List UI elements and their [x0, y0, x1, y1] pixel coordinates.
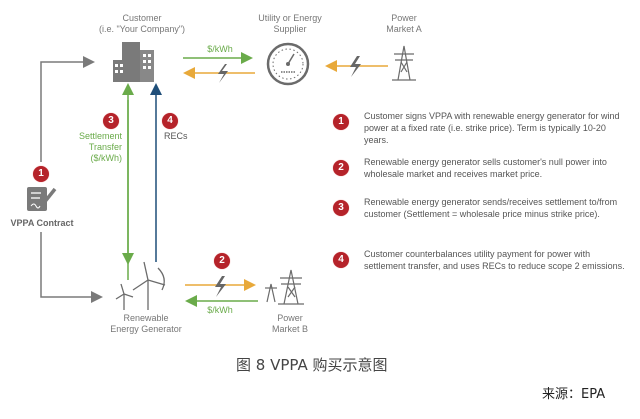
lightning-icon	[215, 276, 226, 297]
badge-1: 1	[33, 166, 49, 182]
utility-label: Utility or Energy Supplier	[250, 13, 330, 35]
contract-to-customer-line	[40, 56, 95, 162]
lightning-icon	[218, 64, 228, 83]
meter-icon	[266, 42, 310, 86]
settlement-line-1: Settlement	[78, 131, 122, 141]
settlement-line-3: ($/kWh)	[90, 153, 123, 163]
step-text-4: Customer counterbalances utility payment…	[364, 249, 625, 271]
customer-subtitle: (i.e. "Your Company")	[98, 24, 186, 34]
utility-title: Utility or Energy	[258, 13, 322, 23]
generator-label: Renewable Energy Generator	[96, 313, 196, 335]
building-icon	[113, 42, 154, 82]
power-tower-icon	[265, 269, 304, 305]
contract-icon	[27, 187, 57, 211]
contract-to-generator-line	[40, 232, 103, 303]
figure-caption: 图 8 VPPA 购买示意图	[236, 356, 388, 374]
market-a-label: Power Market A	[376, 13, 432, 35]
badge-2: 2	[214, 253, 230, 269]
power-tower-icon	[392, 45, 416, 81]
recs-label: RECs	[164, 131, 188, 141]
step-text-3: Renewable energy generator sends/receive…	[364, 197, 618, 219]
step-badge-3: 3	[333, 200, 349, 216]
generator-subtitle: Energy Generator	[110, 324, 182, 334]
utility-subtitle: Supplier	[273, 24, 307, 34]
step-badge-1: 1	[333, 114, 349, 130]
market-a-title: Power	[391, 13, 417, 23]
bottom-payment-label: $/kWh	[207, 305, 233, 315]
top-payment-label: $/kWh	[207, 44, 233, 54]
market-b-subtitle: Market B	[271, 324, 308, 334]
market-a-subtitle: Market A	[386, 24, 422, 34]
step-badge-2: 2	[333, 160, 349, 176]
market-b-title: Power	[277, 313, 303, 323]
source-note: 来源：EPA	[542, 387, 606, 402]
contract-label: VPPA Contract	[10, 218, 74, 228]
settlement-label: Settlement Transfer ($/kWh)	[66, 131, 122, 164]
lightning-icon	[350, 56, 361, 77]
badge-4: 4	[162, 113, 178, 129]
generator-title: Renewable	[123, 313, 169, 323]
step-badge-4: 4	[333, 252, 349, 268]
settlement-line-2: Transfer	[88, 142, 122, 152]
customer-label: Customer (i.e. "Your Company")	[92, 13, 192, 35]
step-text-2: Renewable energy generator sells custome…	[364, 157, 607, 179]
market-b-label: Power Market B	[262, 313, 318, 335]
badge-3: 3	[103, 113, 119, 129]
customer-title: Customer	[122, 13, 162, 23]
wind-turbine-icon	[115, 261, 166, 310]
step-text-1: Customer signs VPPA with renewable energ…	[364, 111, 620, 145]
